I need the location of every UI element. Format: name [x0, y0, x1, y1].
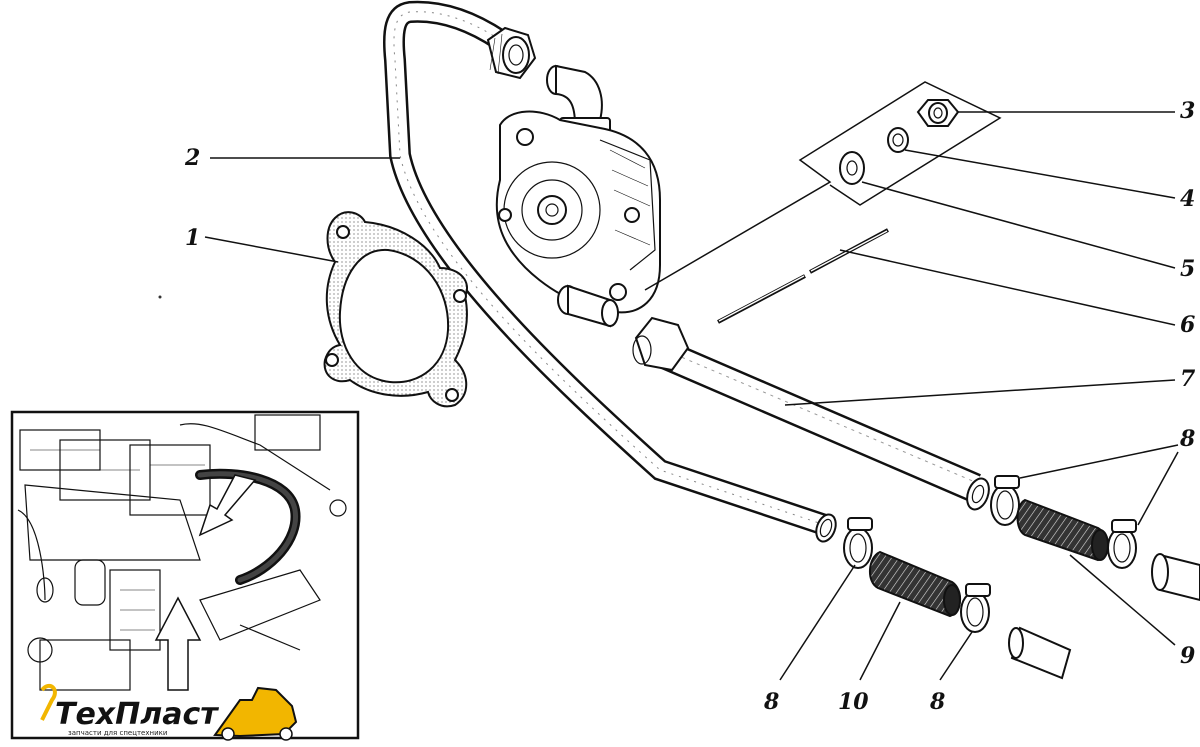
- callout-10: 10: [838, 689, 869, 715]
- callout-8-right: 8: [929, 689, 945, 715]
- location-arrow: [154, 596, 202, 691]
- rubber-hose: [869, 550, 961, 618]
- inset-location-view: [10, 410, 360, 740]
- callout-9: 9: [1180, 643, 1195, 669]
- brand-name: ТехПласт: [55, 697, 219, 732]
- hose-clamp: [960, 583, 991, 633]
- connecting-pipe-end: [1151, 553, 1200, 602]
- leader-lines: [204, 111, 1179, 681]
- callout-7: 7: [1180, 366, 1196, 392]
- stud: [717, 228, 889, 324]
- bent-pipe: [382, 0, 837, 543]
- nut: [916, 99, 960, 127]
- fastener-group-bracket: [644, 81, 1002, 291]
- connecting-pipe-end: [1008, 626, 1072, 680]
- hose-clamp: [843, 517, 873, 569]
- callout-5: 5: [1180, 256, 1195, 282]
- straight-tube: [632, 316, 990, 511]
- spring-washer: [887, 127, 909, 153]
- callout-4: 4: [1180, 186, 1195, 212]
- flat-washer: [839, 151, 865, 185]
- brand-logo: ТехПласт запчасти для спецтехники: [40, 683, 298, 741]
- union-nut: [486, 26, 537, 80]
- callout-6: 6: [1180, 312, 1195, 338]
- callout-3: 3: [1180, 98, 1195, 124]
- hose-clamp: [1107, 519, 1137, 569]
- brand-tagline: запчасти для спецтехники: [68, 729, 167, 737]
- hose-clamp: [990, 475, 1020, 526]
- location-arrow: [198, 474, 257, 537]
- rubber-hose: [1016, 498, 1109, 562]
- gasket: [323, 211, 468, 408]
- callout-2: 2: [184, 145, 200, 171]
- callout-1: 1: [185, 225, 200, 251]
- speck: [158, 295, 162, 299]
- callout-8-upper: 8: [1179, 426, 1195, 452]
- pump-housing: [495, 110, 661, 328]
- callout-8-left: 8: [763, 689, 779, 715]
